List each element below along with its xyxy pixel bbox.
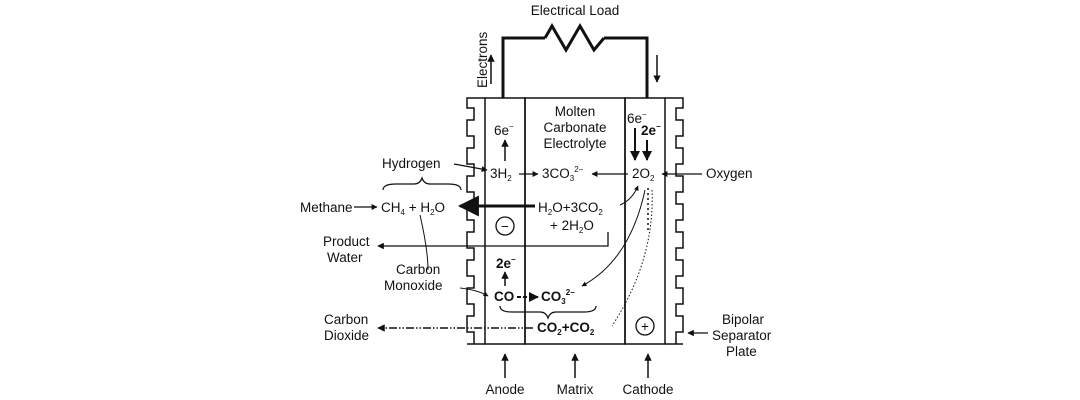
co3-species-top: 3CO32−	[542, 165, 584, 183]
o2-species: 2O2	[632, 166, 655, 183]
hydrogen-arrow	[453, 163, 488, 172]
cathode-plus-sign: +	[641, 319, 649, 334]
anode-6e-label: 6e−	[494, 122, 514, 138]
electrolyte-label-line1: Molten	[555, 104, 596, 119]
bipolar-label-line1: Bipolar	[722, 312, 765, 327]
carbon-monoxide-label-line1: Carbon	[396, 262, 440, 277]
co3-species-bottom: CO32−	[541, 288, 575, 306]
methane-label: Methane	[300, 200, 353, 215]
product-water-label-line1: Product	[323, 234, 370, 249]
cathode-layer	[624, 97, 666, 345]
brace-bottom	[499, 305, 597, 320]
product-water-arrow	[377, 232, 609, 250]
o2-to-co3-curve	[581, 189, 646, 287]
carbon-dioxide-label-line2: Dioxide	[324, 328, 369, 343]
cathode-bipolar-plate	[665, 97, 684, 345]
bipolar-label-line3: Plate	[726, 344, 757, 359]
co-connector-line	[419, 214, 429, 271]
methane-water-species: CH4 + H2O	[381, 200, 445, 217]
product-water-label-line2: Water	[327, 250, 363, 265]
circuit-wire-right	[604, 36, 649, 98]
electrolyte-label-line2: Carbonate	[543, 120, 606, 135]
matrix-label: Matrix	[557, 382, 594, 397]
brace-top	[382, 176, 462, 191]
electrical-load-label: Electrical Load	[531, 3, 620, 18]
electrons-label: Electrons	[475, 31, 490, 88]
anode-minus-sign: −	[501, 219, 509, 234]
co-species: CO	[494, 289, 514, 304]
o2-to-co2-curve	[611, 189, 653, 327]
carbon-dioxide-label-line1: Carbon	[324, 312, 368, 327]
cathode-2e-label: 2e−	[641, 122, 661, 138]
electrolyte-label-line3: Electrolyte	[543, 136, 606, 151]
external-circuit	[501, 23, 649, 98]
h2o-3co2-species: H2O+3CO2	[538, 200, 603, 217]
anode-2e-label: 2e−	[496, 255, 516, 271]
plus-2h2o-species: + 2H2O	[550, 218, 594, 235]
carbon-monoxide-label-line2: Monoxide	[384, 278, 443, 293]
bipolar-label-line2: Separator	[712, 328, 772, 343]
anode-minus-icon	[495, 216, 515, 236]
anode-bipolar-plate	[466, 97, 485, 345]
anode-label: Anode	[485, 382, 524, 397]
cathode-plus-icon	[635, 316, 655, 336]
co2-co2-species: CO2+CO2	[537, 320, 595, 337]
circuit-wire-left	[501, 36, 545, 98]
h2-species: 3H2	[490, 166, 512, 183]
cell-layers	[484, 97, 666, 345]
carbon-monoxide-arrow	[459, 287, 489, 297]
resistor-icon	[543, 23, 606, 53]
cathode-6e-label: 6e−	[627, 110, 647, 126]
h2o-co2-to-o2-curve	[619, 185, 639, 206]
cathode-label: Cathode	[622, 382, 673, 397]
oxygen-label: Oxygen	[706, 166, 753, 181]
hydrogen-label: Hydrogen	[382, 156, 441, 171]
